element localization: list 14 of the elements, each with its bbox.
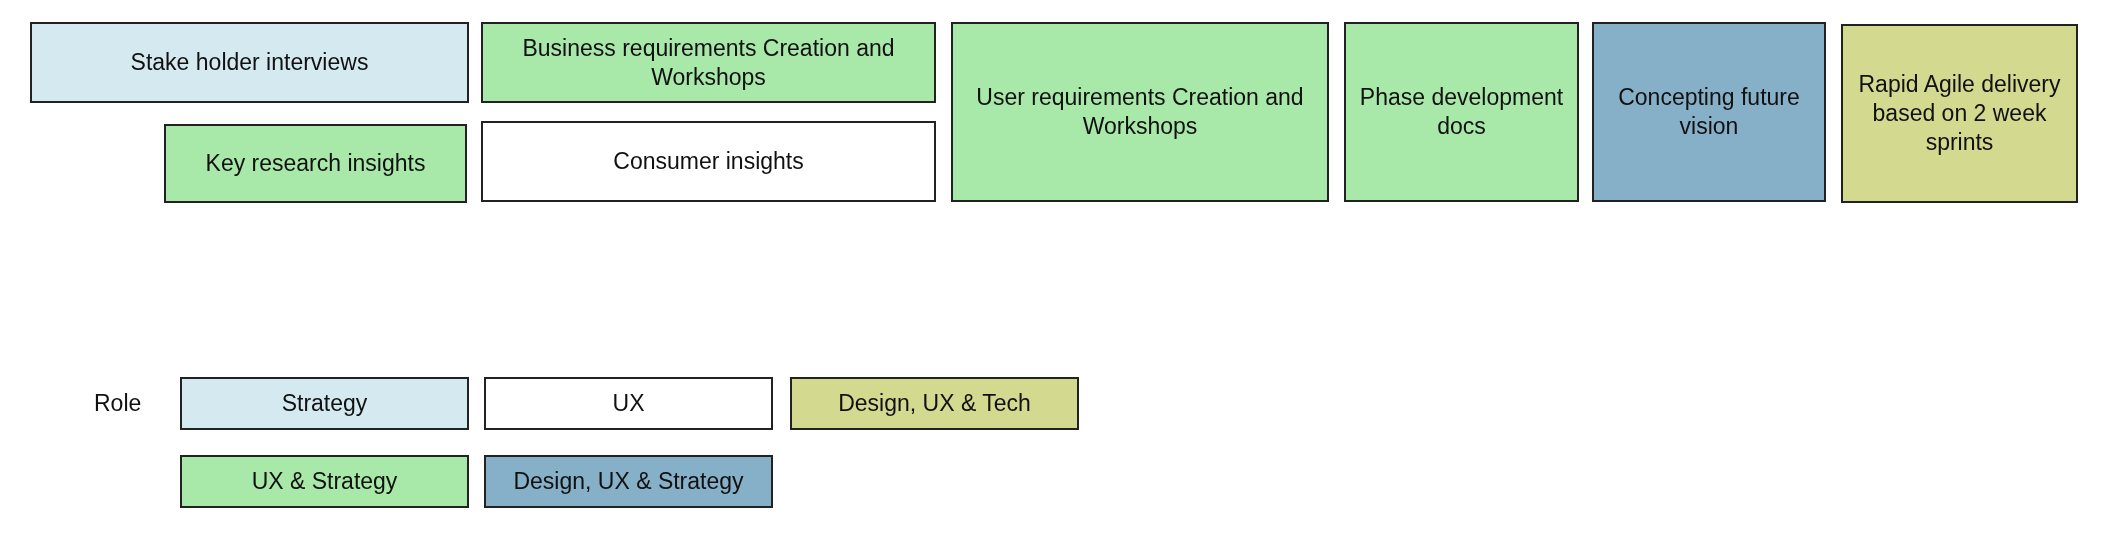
process-box: Business requirements Creation and Workshops xyxy=(481,22,936,103)
process-box: Key research insights xyxy=(164,124,467,203)
legend-swatch: UX & Strategy xyxy=(180,455,469,508)
process-box: Rapid Agile delivery based on 2 week sprints xyxy=(1841,24,2078,203)
process-box: Phase development docs xyxy=(1344,22,1579,202)
legend-swatch: Strategy xyxy=(180,377,469,430)
process-box: Stake holder interviews xyxy=(30,22,469,103)
legend-swatch: Design, UX & Strategy xyxy=(484,455,773,508)
legend-swatch: Design, UX & Tech xyxy=(790,377,1079,430)
process-box: Concepting future vision xyxy=(1592,22,1826,202)
process-box: User requirements Creation and Workshops xyxy=(951,22,1329,202)
process-box: Consumer insights xyxy=(481,121,936,202)
legend-swatch: UX xyxy=(484,377,773,430)
legend-title: Role xyxy=(94,390,142,417)
